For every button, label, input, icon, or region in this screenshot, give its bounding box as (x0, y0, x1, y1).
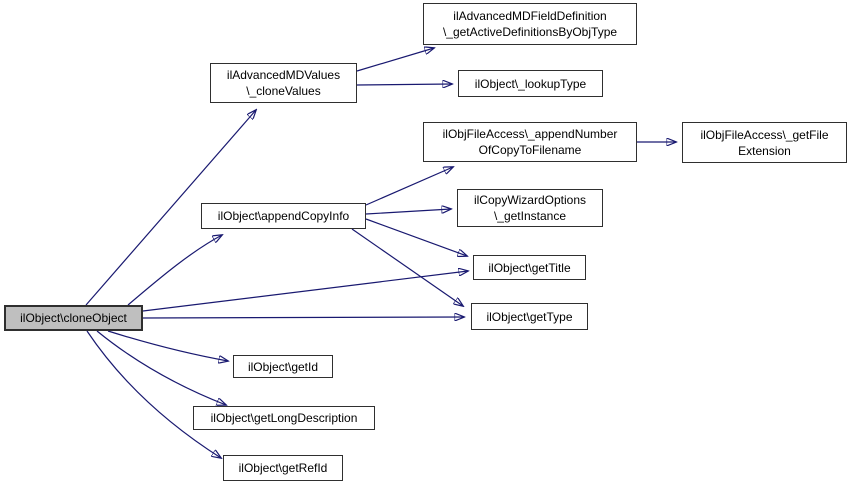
edge-cloneobject-getid (107, 330, 228, 361)
node-label: ilCopyWizardOptions \_getInstance (473, 193, 587, 223)
edge-cloneobject-clonevalues (85, 110, 256, 306)
node-ilobject-gettitle[interactable]: ilObject\getTitle (473, 255, 586, 280)
edge-appendcopyinfo-appendnumber (365, 167, 453, 206)
node-label: ilObject\getRefId (238, 461, 328, 475)
node-label: ilObjFileAccess\_appendNumber OfCopyToFi… (442, 127, 618, 157)
edge-appendcopyinfo-getinstance (365, 209, 451, 215)
edge-cloneobject-appendcopyinfo (127, 235, 222, 306)
node-label: ilObject\appendCopyInfo (217, 209, 350, 223)
node-ilobject-appendcopyinfo[interactable]: ilObject\appendCopyInfo (201, 203, 366, 229)
edge-appendcopyinfo-gettitle (365, 218, 467, 256)
node-iladvancedmdvalues-clonevalues[interactable]: ilAdvancedMDValues \_cloneValues (210, 63, 357, 103)
node-ilobject-getlongdescription[interactable]: ilObject\getLongDescription (193, 406, 375, 430)
node-ilobject-cloneobject: ilObject\cloneObject (4, 305, 143, 331)
edge-cloneobject-getrefid (86, 330, 221, 458)
node-ilobject-gettype[interactable]: ilObject\getType (471, 303, 588, 330)
node-label: ilObjFileAccess\_getFile Extension (700, 127, 829, 158)
node-ilobject-getrefid[interactable]: ilObject\getRefId (223, 455, 343, 481)
node-iladvancedmdfielddefinition-getactivedefinitionsbyobjtype[interactable]: ilAdvancedMDFieldDefinition \_getActiveD… (423, 3, 637, 45)
node-ilobjfileaccess-getfileextension[interactable]: ilObjFileAccess\_getFile Extension (682, 122, 847, 163)
node-label: ilAdvancedMDFieldDefinition \_getActiveD… (442, 9, 618, 39)
node-ilcopywizardoptions-getinstance[interactable]: ilCopyWizardOptions \_getInstance (457, 189, 603, 227)
edge-cloneobject-gettype (142, 317, 464, 318)
node-label: ilObject\_lookupType (474, 76, 587, 91)
node-label: ilAdvancedMDValues \_cloneValues (226, 68, 341, 98)
edge-cloneobject-getlongdescription (96, 330, 226, 405)
node-label: ilObject\cloneObject (20, 311, 127, 325)
node-ilobject-getid[interactable]: ilObject\getId (233, 355, 333, 378)
node-ilobjfileaccess-appendnumberofcopytofilename[interactable]: ilObjFileAccess\_appendNumber OfCopyToFi… (423, 122, 637, 162)
node-label: ilObject\getTitle (488, 260, 571, 275)
edge-clonevalues-lookuptype (356, 84, 452, 85)
edge-appendcopyinfo-gettype (351, 228, 463, 306)
node-label: ilObject\getType (486, 309, 573, 324)
node-label: ilObject\getLongDescription (210, 411, 358, 425)
edge-clonevalues-activedefs (356, 48, 434, 72)
edge-cloneobject-gettitle (142, 271, 468, 312)
node-ilobject-lookuptype[interactable]: ilObject\_lookupType (458, 70, 603, 97)
node-label: ilObject\getId (247, 359, 319, 374)
